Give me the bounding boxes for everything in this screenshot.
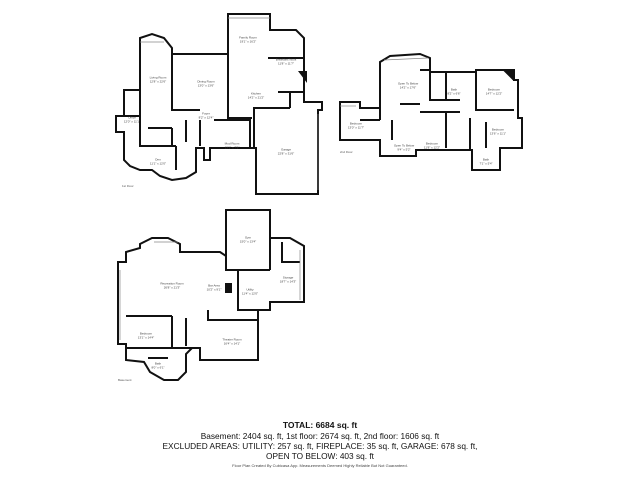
floor-tag-basement: Basement bbox=[118, 378, 132, 382]
excluded-areas: EXCLUDED AREAS: UTILITY: 257 sq. ft, FIR… bbox=[162, 441, 478, 451]
open-to-below: OPEN TO BELOW: 403 sq. ft bbox=[266, 451, 374, 461]
disclaimer: Floor Plan Created By Cubicasa App. Meas… bbox=[232, 463, 408, 468]
floor-tag-second: 2nd Floor bbox=[340, 150, 353, 154]
total-area: TOTAL: 6684 sq. ft bbox=[282, 420, 358, 430]
floor-areas: Basement: 2404 sq. ft, 1st floor: 2674 s… bbox=[200, 431, 440, 441]
floor-tag-first: 1st Floor bbox=[122, 184, 134, 188]
basement-plan bbox=[117, 209, 305, 381]
second-floor-plan bbox=[339, 52, 523, 171]
first-floor-plan bbox=[115, 13, 323, 195]
floor-plan-drawing bbox=[115, 13, 523, 381]
